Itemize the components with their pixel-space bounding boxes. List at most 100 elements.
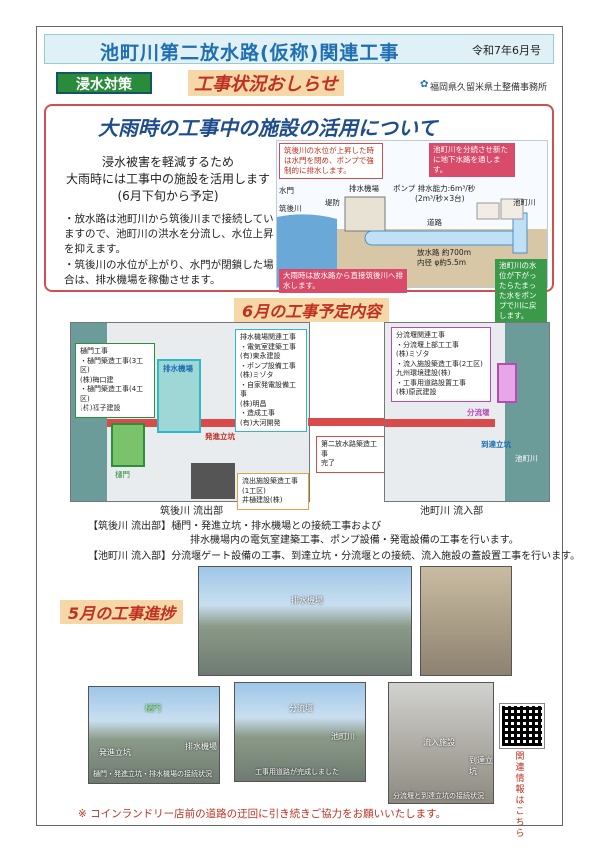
box-item: (株)梅口建	[80, 375, 114, 384]
tunnel-route-mid	[308, 418, 384, 426]
photo-road: 分流堰 池町川 工事用道路が完成しました	[234, 682, 366, 782]
box-item: ・流入施設築造工事(2工区)	[396, 359, 483, 368]
sluice-area	[111, 423, 145, 467]
photo-label: 排水機場	[185, 742, 217, 751]
left-map-caption: 筑後川 流出部	[160, 506, 224, 517]
desc-chikugo: 【筑後川 流出部】樋門・発進立坑・排水機場との接続工事および	[88, 520, 381, 533]
label-chikugo: 筑後川	[77, 404, 100, 413]
drainage-diagram: 筑後川の水位が上昇した時は水門を閉め、ポンプで強制的に排水します。 池町川を分続…	[276, 140, 548, 323]
inflow-box: 流出施設築造工事(1工区) 井樋建設(株)	[237, 473, 309, 510]
photo-label: 到達立坑	[469, 756, 493, 776]
lead-text: 浸水被害を軽減するため 大雨時には工事中の施設を活用します (6月下旬から予定)	[58, 154, 278, 205]
desc-text: 分流堰ゲート設備の工事、到達立坑・分流堰との接続、流入施設の蓋設置工事を行います…	[171, 551, 581, 562]
label-channel: 放水路 約700m	[417, 248, 472, 257]
box-title: 樋門工事	[80, 347, 108, 355]
tunnel-route-right	[385, 419, 495, 427]
may-heading: 5月の工事進捗	[60, 600, 184, 624]
title-bar	[44, 34, 554, 64]
label-road: 道路	[427, 218, 442, 227]
box-title: 第二放水路築造工事	[321, 440, 377, 458]
qr-note: 関連情報はこちら	[515, 752, 525, 839]
lead-line: (6月下旬から予定)	[117, 189, 219, 203]
box-item: (株)明昌	[240, 399, 267, 408]
page-title: 池町川第二放水路(仮称)関連工事	[100, 42, 400, 64]
pump-box: 排水機場関連工事 ・電気室建築工事 (有)東永建設 ・ポンプ設備工事 (株)ミゾ…	[235, 329, 307, 432]
desc-ikemachi: 【池町川 流入部】分流堰ゲート設備の工事、到達立坑・分流堰との接続、流入施設の蓋…	[88, 550, 580, 563]
photo-caption: 樋門・発進立坑・排水機場の接続状況	[93, 770, 212, 778]
box-item: (株)原武建設	[396, 388, 437, 396]
label-arrival-shaft: 到達立坑	[481, 440, 511, 449]
tunnel-route	[107, 419, 307, 427]
box-item: 九州環境建設(株)	[396, 369, 451, 377]
prefecture-logo-icon: ✿	[420, 79, 429, 90]
sluice-box: 樋門工事 ・樋門築造工事(3工区) (株)梅口建 ・樋門築造工事(4工区) (株…	[75, 343, 155, 418]
label-pump-station: 排水機場	[349, 184, 379, 193]
bullet-2: ・筑後川の水位が上がり、水門が閉鎖した場合は、排水機場を稼働させます。	[64, 259, 274, 286]
label-sluice: 樋門	[115, 470, 130, 479]
label-chikugo: 筑後川	[279, 204, 302, 213]
house-2	[500, 198, 524, 220]
photo-label: 池町川	[331, 732, 355, 741]
photo-caption: 分流堰と到達立坑の接続状況	[393, 792, 484, 800]
box-item: (有)東永建設	[240, 352, 281, 360]
photo-label: 分流堰	[289, 704, 313, 713]
box-item: 井樋建設(株)	[242, 496, 283, 504]
photo-label: 流入施設	[423, 738, 455, 747]
box-item: ・造成工事	[240, 409, 275, 417]
box-title: 排水機場関連工事	[240, 333, 296, 341]
tunnel-shape	[364, 230, 526, 246]
box-item: ・分流堰上部工工事	[396, 340, 459, 349]
box-item: ・樋門築造工事(3工区)	[80, 356, 144, 375]
ikemachi-river-area	[505, 323, 549, 501]
photo-label: 樋門	[145, 704, 161, 713]
office-name: 福岡県久留米県土整備事務所	[430, 83, 548, 93]
bullet-1: ・放水路は池町川から筑後川まで接続していますので、池町川の洪水を分流し、水位上昇…	[64, 213, 274, 255]
label-sluice: 水門	[279, 186, 294, 195]
note-bottom-left: 大雨時は放水路から直接筑後川へ排水します。	[279, 269, 407, 293]
photo-aerial: 排水機場	[198, 566, 412, 676]
photo-channel-top	[420, 566, 512, 676]
page-frame	[36, 26, 563, 826]
label-pump: ポンプ 排水能力:6m³/秒	[393, 184, 476, 193]
photo-label: 排水機場	[291, 596, 323, 605]
box-title: 流出施設築造工事(1工区)	[242, 477, 298, 495]
label-ikemachi: 池町川	[513, 198, 536, 207]
box-item: 完了	[321, 459, 335, 467]
box-item: (株)福子建設	[80, 404, 121, 412]
photo-caption: 工事用道路が完成しました	[255, 768, 339, 776]
box-item: (株)ミゾタ	[240, 371, 274, 379]
parking-block	[191, 463, 235, 499]
note-bottom-right: 池町川の水位が下がったらたまった水をポンプで川に戻します。	[495, 259, 547, 323]
box-item: ・工事用道路設置工事	[396, 378, 466, 387]
right-map: 分流堰関連工事 ・分流堰上部工工事 (株)ミゾタ ・流入施設築造工事(2工区) …	[384, 322, 550, 502]
issue-date: 令和7年6月号	[472, 44, 541, 57]
label-diameter: 内径 φ約5.5m	[417, 258, 467, 267]
box-item: ・自家発電設備工事	[240, 380, 296, 399]
newsletter-title: 工事状況おしらせ	[188, 70, 344, 96]
category-badge: 浸水対策	[56, 72, 152, 94]
right-map-caption: 池町川 流入部	[420, 506, 484, 517]
label-start-shaft: 発進立坑	[205, 432, 235, 441]
tunnel-box: 第二放水路築造工事 完了	[316, 436, 386, 473]
box-item: ・樋門築造工事(4工区)	[80, 385, 144, 403]
label-pump-station: 排水機場	[163, 364, 193, 373]
desc-text: 樋門・発進立坑・排水機場との接続工事および	[171, 521, 382, 532]
note-right: 池町川を分続させ新たに地下水路を通します。	[429, 143, 515, 177]
box-title: 分流堰関連工事	[396, 331, 445, 339]
lead-line: 浸水被害を軽減するため	[101, 155, 234, 169]
footer-note: ※ コインランドリー店前の道路の迂回に引き続きご協力をお願いいたします。	[78, 808, 447, 820]
top-heading: 大雨時の工事中の施設の活用について	[98, 116, 438, 140]
left-map: 樋門工事 ・樋門築造工事(3工区) (株)梅口建 ・樋門築造工事(4工区) (株…	[70, 322, 310, 510]
photo-label: 発進立坑	[99, 748, 131, 757]
lead-line: 大雨時には工事中の施設を活用します	[65, 172, 270, 186]
desc-tag: 【池町川 流入部】	[88, 551, 172, 562]
pump-station-shape	[344, 196, 386, 232]
label-weir: 分流堰	[467, 408, 490, 417]
box-item: (株)ミゾタ	[396, 350, 430, 358]
desc-chikugo-2: 排水機場内の電気室建築工事、ポンプ設備・発電設備の工事を行います。	[190, 535, 519, 546]
box-item: ・ポンプ設備工事	[240, 361, 296, 370]
label-levee: 堤防	[325, 198, 340, 207]
qr-code[interactable]	[499, 703, 545, 749]
chikugo-water	[277, 214, 337, 287]
june-heading: 6月の工事予定内容	[234, 298, 390, 322]
